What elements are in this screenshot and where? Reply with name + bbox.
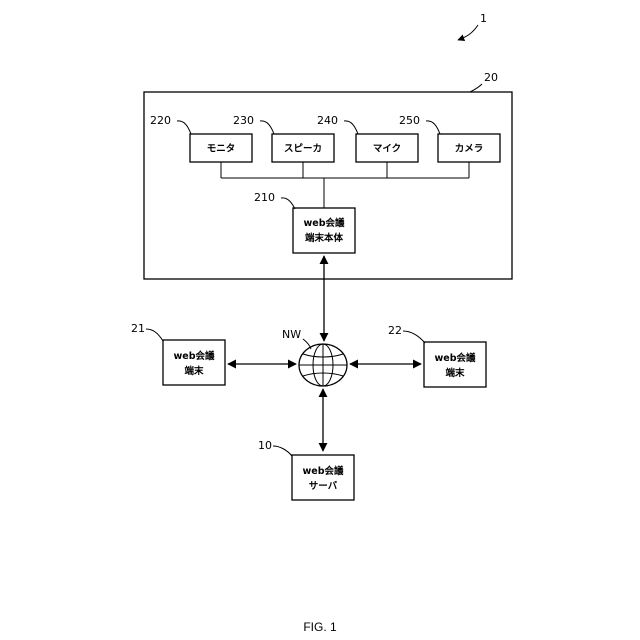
system-ref-leader — [470, 84, 482, 92]
server-box: web会議 サーバ — [292, 455, 354, 500]
speaker-ref-leader — [260, 121, 274, 134]
microphone-ref-leader — [344, 121, 358, 134]
server-ref-leader — [273, 446, 292, 456]
terminal-right-ref-label: 22 — [388, 324, 402, 337]
terminal-left-line2: 端末 — [184, 365, 204, 377]
figure-ref-label: 1 — [480, 12, 487, 25]
server-line1: web会議 — [302, 465, 344, 477]
terminal-left-line1: web会議 — [173, 350, 215, 362]
main-unit-line1: web会議 — [303, 217, 345, 229]
terminal-left-ref-leader — [146, 329, 163, 341]
terminal-right-ref-leader — [403, 331, 425, 343]
microphone-box: マイク — [356, 134, 418, 162]
microphone-ref-label: 240 — [317, 114, 338, 127]
terminal-right-line1: web会議 — [434, 352, 476, 364]
network-label: NW — [282, 328, 301, 341]
monitor-box: モニタ — [190, 134, 252, 162]
camera-ref-leader — [426, 121, 440, 134]
network-globe-icon — [299, 344, 347, 386]
camera-box: カメラ — [438, 134, 500, 162]
main-unit-box: web会議 端末本体 — [293, 208, 355, 253]
speaker-label: スピーカ — [284, 143, 322, 155]
system-ref-label: 20 — [484, 71, 498, 84]
camera-label: カメラ — [455, 144, 484, 155]
monitor-ref-leader — [177, 121, 191, 134]
speaker-box: スピーカ — [272, 134, 334, 162]
terminal-left-ref-label: 21 — [131, 322, 145, 335]
speaker-ref-label: 230 — [233, 114, 254, 127]
microphone-label: マイク — [373, 144, 401, 155]
monitor-ref-label: 220 — [150, 114, 171, 127]
terminal-left-box: web会議 端末 — [163, 340, 225, 385]
main-unit-ref-leader — [281, 198, 295, 209]
monitor-label: モニタ — [207, 143, 236, 155]
main-unit-line2: 端末本体 — [305, 232, 344, 244]
figure-caption: FIG. 1 — [303, 620, 337, 634]
terminal-right-box: web会議 端末 — [424, 342, 486, 387]
main-unit-ref-label: 210 — [254, 191, 275, 204]
server-ref-label: 10 — [258, 439, 272, 452]
terminal-right-line2: 端末 — [445, 367, 465, 379]
server-line2: サーバ — [309, 480, 338, 492]
camera-ref-label: 250 — [399, 114, 420, 127]
figure-ref-leader — [458, 25, 478, 40]
